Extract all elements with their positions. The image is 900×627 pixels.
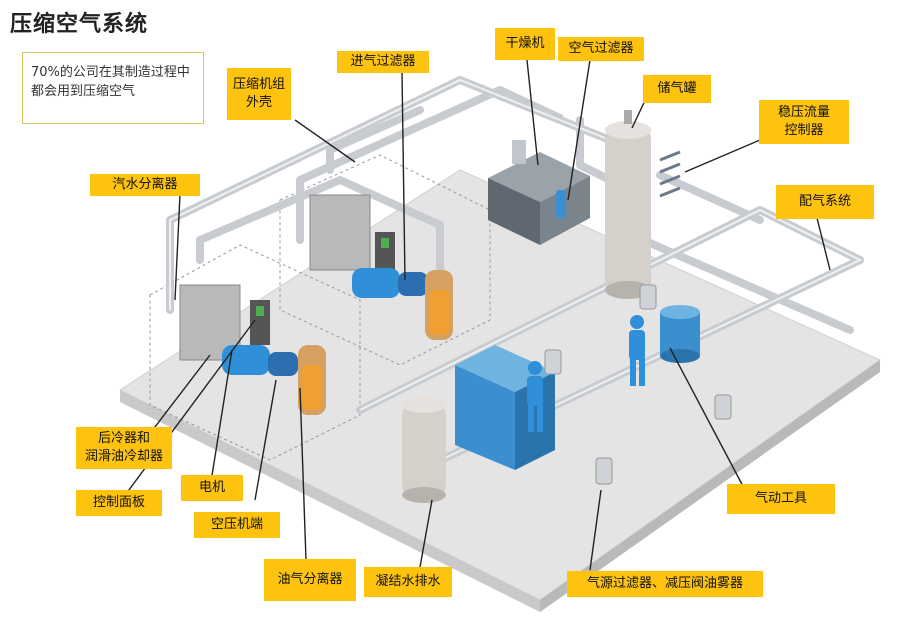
floor-edge <box>120 390 540 612</box>
label-frl-units: 气源过滤器、减压阀油雾器 <box>567 571 763 597</box>
leader-lines <box>119 59 831 571</box>
receiver-tank <box>605 110 651 299</box>
label-moisture-separator: 汽水分离器 <box>90 174 200 196</box>
label-aftercooler: 后冷器和 润滑油冷却器 <box>76 427 172 469</box>
note-box: 70%的公司在其制造过程中都会用到压缩空气 <box>22 52 204 124</box>
worker-1 <box>527 361 543 432</box>
air-filter <box>556 190 566 218</box>
flow-controller <box>659 150 681 198</box>
label-oil-separator: 油气分离器 <box>264 559 356 601</box>
label-motor: 电机 <box>181 475 243 501</box>
label-dryer: 干燥机 <box>495 28 555 60</box>
floor-edge-right <box>540 360 880 612</box>
label-pneumatic-tools: 气动工具 <box>727 484 835 514</box>
housing-1 <box>149 244 361 461</box>
label-intake-filter: 进气过滤器 <box>337 51 429 73</box>
frl-units <box>544 284 732 485</box>
housing-2 <box>279 154 491 366</box>
label-distribution-system: 配气系统 <box>776 185 874 219</box>
label-condensate-drain: 凝结水排水 <box>364 567 452 597</box>
label-receiver-tank: 储气罐 <box>643 75 711 103</box>
page-title: 压缩空气系统 <box>10 12 149 37</box>
compressor-1 <box>179 284 326 415</box>
label-air-filter: 空气过滤器 <box>558 37 644 61</box>
label-compressor-housing: 压缩机组 外壳 <box>227 68 291 120</box>
label-pressure-flow-controller: 稳压流量 控制器 <box>759 100 849 144</box>
blue-tank <box>660 305 700 363</box>
label-control-panel: 控制面板 <box>76 490 162 516</box>
condensate-tank <box>402 397 446 503</box>
worker-2 <box>629 315 645 386</box>
label-airend: 空压机端 <box>194 512 280 538</box>
